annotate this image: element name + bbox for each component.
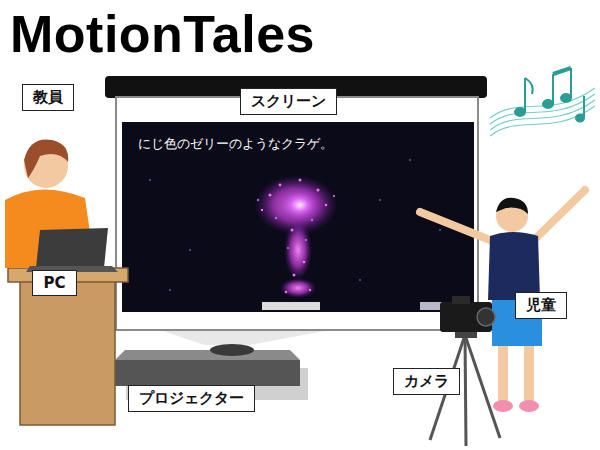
label-text: 教員: [33, 88, 63, 107]
role-label: 教員: [22, 84, 74, 111]
label-text: PC: [43, 274, 65, 292]
label-text: プロジェクター: [139, 389, 244, 408]
screen-label: スクリーン: [240, 88, 337, 115]
device-label: プロジェクター: [128, 385, 255, 412]
label-text: スクリーン: [251, 92, 326, 111]
screen-display: にじ色のゼリーのようなクラゲ。: [122, 122, 474, 312]
device-label: カメラ: [393, 368, 460, 395]
device-label: PC: [32, 270, 77, 296]
diagram-title: MotionTales: [10, 4, 315, 64]
role-label: 児童: [515, 292, 567, 319]
screen-caption: にじ色のゼリーのようなクラゲ。: [138, 135, 333, 153]
label-text: 児童: [526, 296, 556, 315]
label-text: カメラ: [404, 372, 449, 391]
